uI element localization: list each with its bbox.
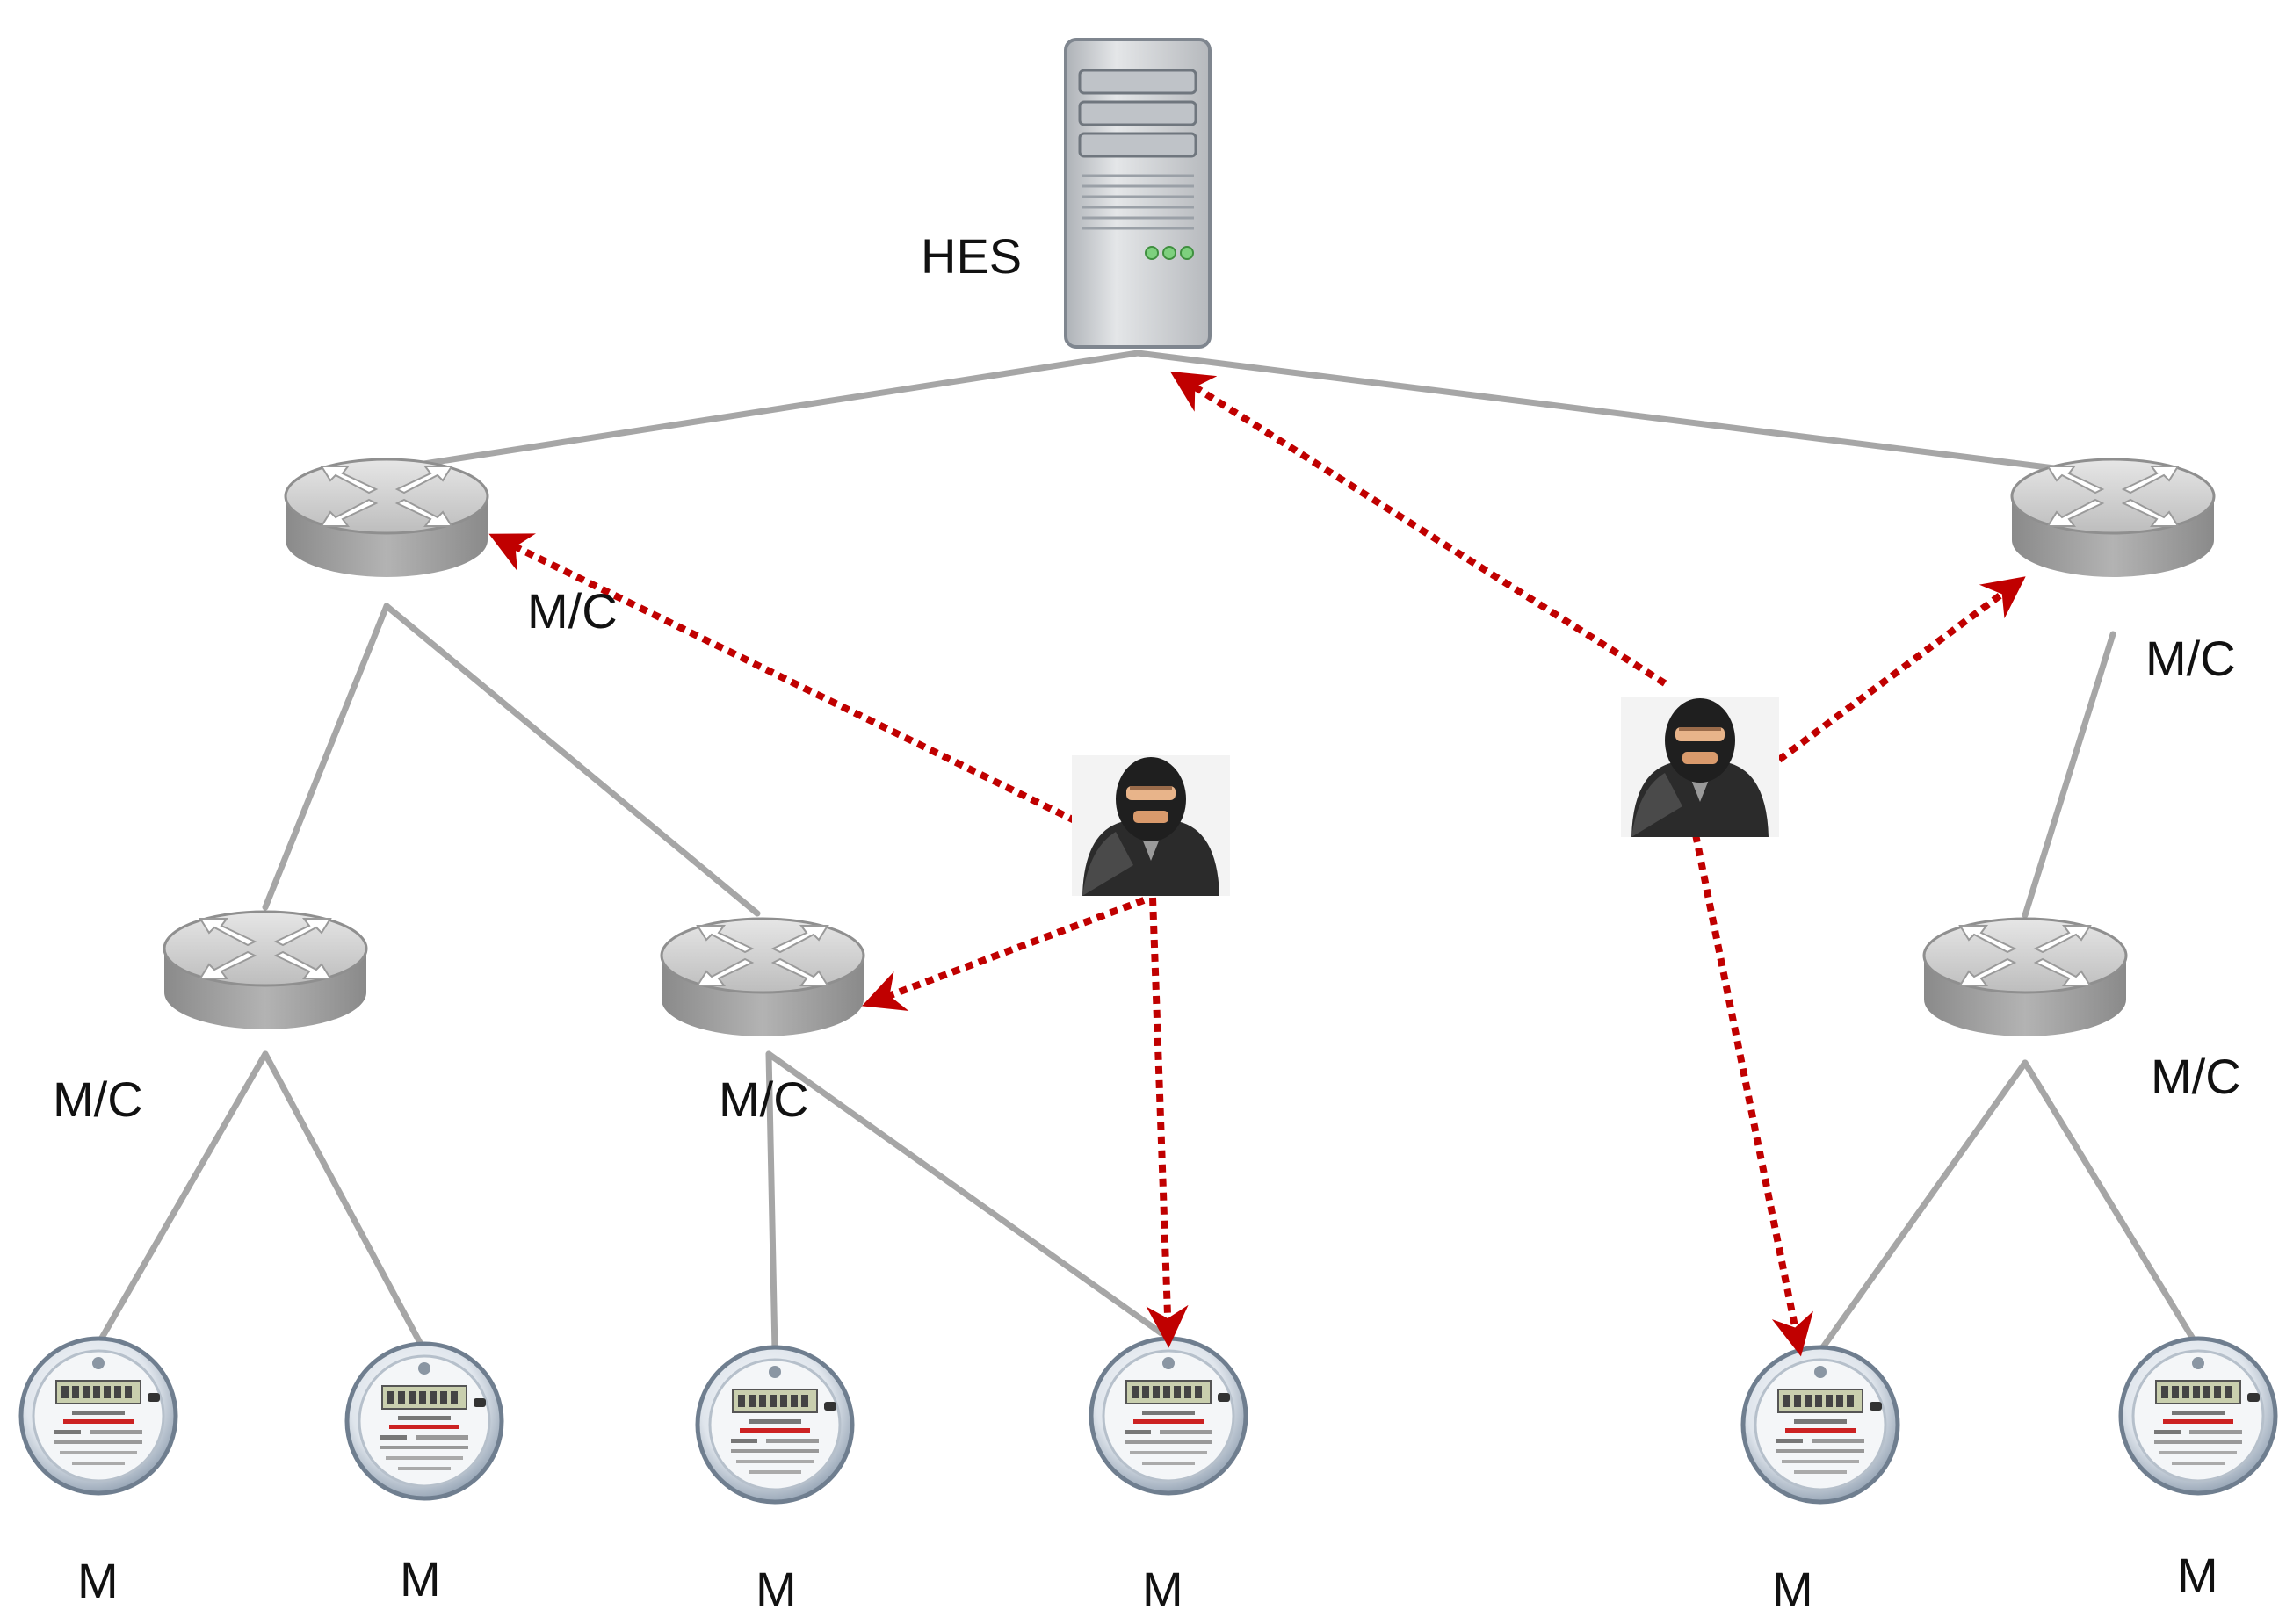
- smart-meter-icon-4: [1091, 1339, 1246, 1493]
- attacker-right-hacker-icon: [1621, 697, 1779, 837]
- attack-path-a1-to-meter-4: [1146, 897, 1189, 1348]
- smart-meter-icon-5: [1743, 1347, 1898, 1502]
- link-hes-mc-right: [1134, 350, 2093, 476]
- hes-server-icon: [1064, 38, 1212, 349]
- hes-label: HES: [921, 228, 1023, 284]
- mc-router-mid-center-icon: [660, 917, 865, 1038]
- link-mc-c-to-m5: [1817, 1059, 2029, 1354]
- attacker-left-hacker-icon: [1072, 755, 1230, 896]
- link-mc-top-right-to-mc-c: [2022, 631, 2116, 919]
- meter-label-3: M: [756, 1562, 797, 1617]
- mc-label-mid-center: M/C: [719, 1072, 809, 1127]
- link-mc-b-to-m3: [765, 1050, 778, 1354]
- attack-path-a1-to-mc-top-left: [488, 533, 1078, 825]
- smart-meter-icon-1: [21, 1339, 176, 1493]
- link-mc-top-left-to-mc-a: [262, 603, 390, 911]
- attack-path-a2-to-meter-5: [1692, 834, 1813, 1357]
- meter-label-4: M: [1142, 1562, 1183, 1617]
- mc-label-top-right: M/C: [2145, 631, 2236, 686]
- smart-meter-icon-6: [2121, 1339, 2275, 1493]
- meter-label-5: M: [1772, 1562, 1813, 1617]
- meter-label-2: M: [400, 1551, 441, 1606]
- smart-meter-icon-2: [347, 1344, 502, 1498]
- mc-router-mid-right-icon: [1922, 917, 2128, 1038]
- mc-router-top-right-icon: [2010, 458, 2216, 579]
- mc-label-mid-left: M/C: [53, 1072, 143, 1127]
- link-mc-c-to-m6: [2022, 1059, 2202, 1351]
- attack-path-a2-to-mc-top-right: [1776, 576, 2026, 763]
- link-hes-mc-left: [364, 350, 1141, 476]
- link-mc-a-to-m2: [262, 1050, 428, 1354]
- link-mc-a-to-m1: [95, 1050, 269, 1347]
- mc-label-top-left: M/C: [527, 583, 618, 639]
- mc-router-top-left-icon: [284, 458, 489, 579]
- smart-meter-icon-3: [698, 1347, 852, 1502]
- link-mc-top-left-to-mc-b: [383, 603, 761, 917]
- mc-label-mid-right: M/C: [2151, 1049, 2241, 1104]
- attack-path-a1-to-mc-mid-center: [862, 897, 1146, 1011]
- meter-label-6: M: [2177, 1548, 2218, 1603]
- attack-path-a2-to-hes: [1169, 371, 1667, 687]
- mc-router-mid-left-icon: [163, 910, 368, 1031]
- link-mc-b-to-m4: [765, 1050, 1165, 1337]
- meter-label-1: M: [77, 1553, 119, 1608]
